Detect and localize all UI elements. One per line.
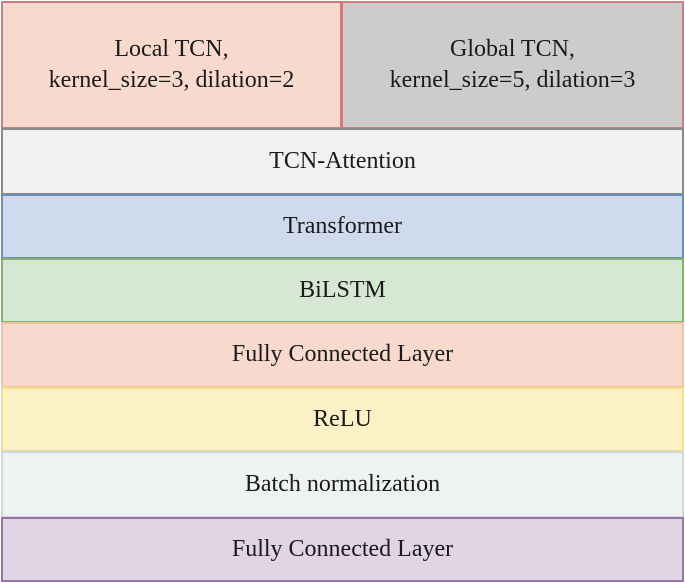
transformer-block: Transformer bbox=[1, 194, 684, 259]
tcn-attention-label: TCN-Attention bbox=[269, 147, 416, 174]
global-tcn-params: kernel_size=5, dilation=3 bbox=[389, 67, 636, 93]
bilstm-label: BiLSTM bbox=[299, 276, 386, 303]
fully-connected-layer-label-1: Fully Connected Layer bbox=[231, 341, 454, 368]
fully-connected-layer-block-2: Fully Connected Layer bbox=[1, 517, 684, 582]
batch-normalization-block: Batch normalization bbox=[1, 451, 684, 518]
batch-normalization-label: Batch normalization bbox=[244, 470, 441, 497]
bilstm-block: BiLSTM bbox=[1, 258, 684, 323]
global-tcn-block: Global TCN, kernel_size=5, dilation=3 bbox=[341, 1, 684, 129]
global-tcn-title: Global TCN, bbox=[450, 35, 575, 62]
local-tcn-params: kernel_size=3, dilation=2 bbox=[48, 67, 295, 93]
relu-block: ReLU bbox=[1, 387, 684, 452]
fully-connected-layer-block-1: Fully Connected Layer bbox=[1, 322, 684, 388]
transformer-label: Transformer bbox=[282, 212, 403, 239]
local-tcn-title: Local TCN, bbox=[114, 35, 229, 62]
local-tcn-block: Local TCN, kernel_size=3, dilation=2 bbox=[1, 1, 342, 129]
relu-label: ReLU bbox=[313, 405, 372, 432]
fully-connected-layer-label-2: Fully Connected Layer bbox=[231, 535, 454, 562]
tcn-attention-block: TCN-Attention bbox=[1, 128, 684, 195]
